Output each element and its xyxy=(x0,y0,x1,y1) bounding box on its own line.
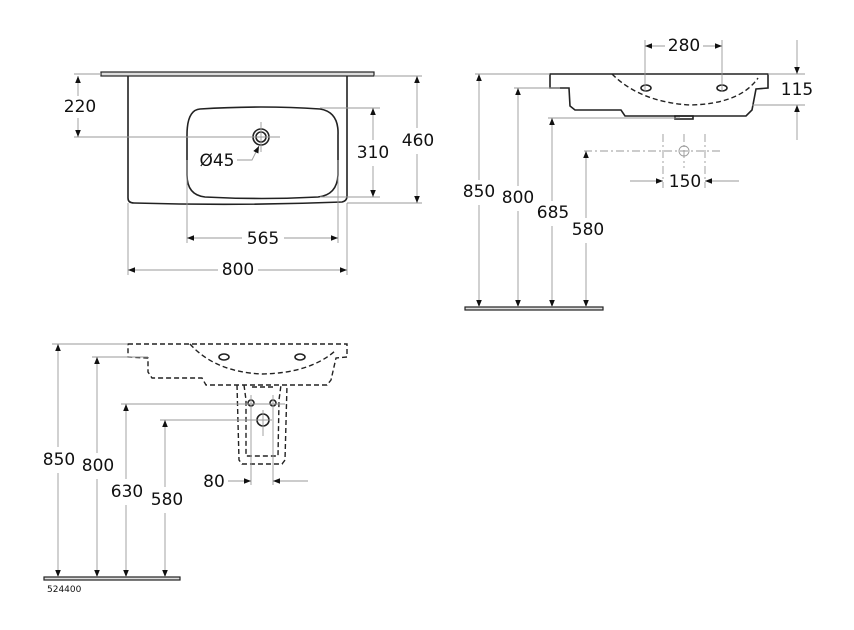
dim-565: 565 xyxy=(247,229,279,249)
leader-line xyxy=(237,145,260,161)
taphole-right xyxy=(294,353,306,361)
wall-bar xyxy=(100,71,375,77)
floor-bar xyxy=(43,576,181,581)
basin-profile xyxy=(549,73,769,117)
dim-460: 460 xyxy=(402,131,434,151)
waste-hole xyxy=(678,145,690,157)
taphole-left xyxy=(218,353,230,361)
basin-outline xyxy=(127,76,348,206)
dim-685: 685 xyxy=(537,203,569,223)
top-view: 220 310 460 565 800 Ø45 xyxy=(64,71,434,280)
dim-220: 220 xyxy=(64,97,96,117)
floor-bar xyxy=(464,306,604,311)
dim-800: 800 xyxy=(222,260,254,280)
side-view: 280 115 150 850 800 685 580 xyxy=(463,36,813,311)
dim-80: 80 xyxy=(203,472,225,492)
waste-outlet xyxy=(674,115,694,120)
dim-280: 280 xyxy=(668,36,700,56)
bowl-hidden-line xyxy=(189,343,336,375)
dim-580: 580 xyxy=(572,220,604,240)
dim-850: 850 xyxy=(463,182,495,202)
dim-800: 800 xyxy=(502,188,534,208)
dim-630: 630 xyxy=(111,482,143,502)
dim-115: 115 xyxy=(781,80,813,100)
dim-150: 150 xyxy=(669,172,701,192)
dim-580: 580 xyxy=(151,490,183,510)
dim-800: 800 xyxy=(82,456,114,476)
pedestal-view: 80 850 800 630 580 524400 xyxy=(43,343,348,595)
basin-profile-hidden xyxy=(127,343,348,386)
bowl-hidden-line xyxy=(611,73,759,106)
dim-850: 850 xyxy=(43,450,75,470)
dim-diameter-45: Ø45 xyxy=(199,151,234,171)
pedestal-inner xyxy=(243,384,282,457)
product-code: 524400 xyxy=(47,585,82,595)
dim-310: 310 xyxy=(357,143,389,163)
taphole-left xyxy=(640,84,652,92)
pedestal-outer xyxy=(236,384,288,465)
